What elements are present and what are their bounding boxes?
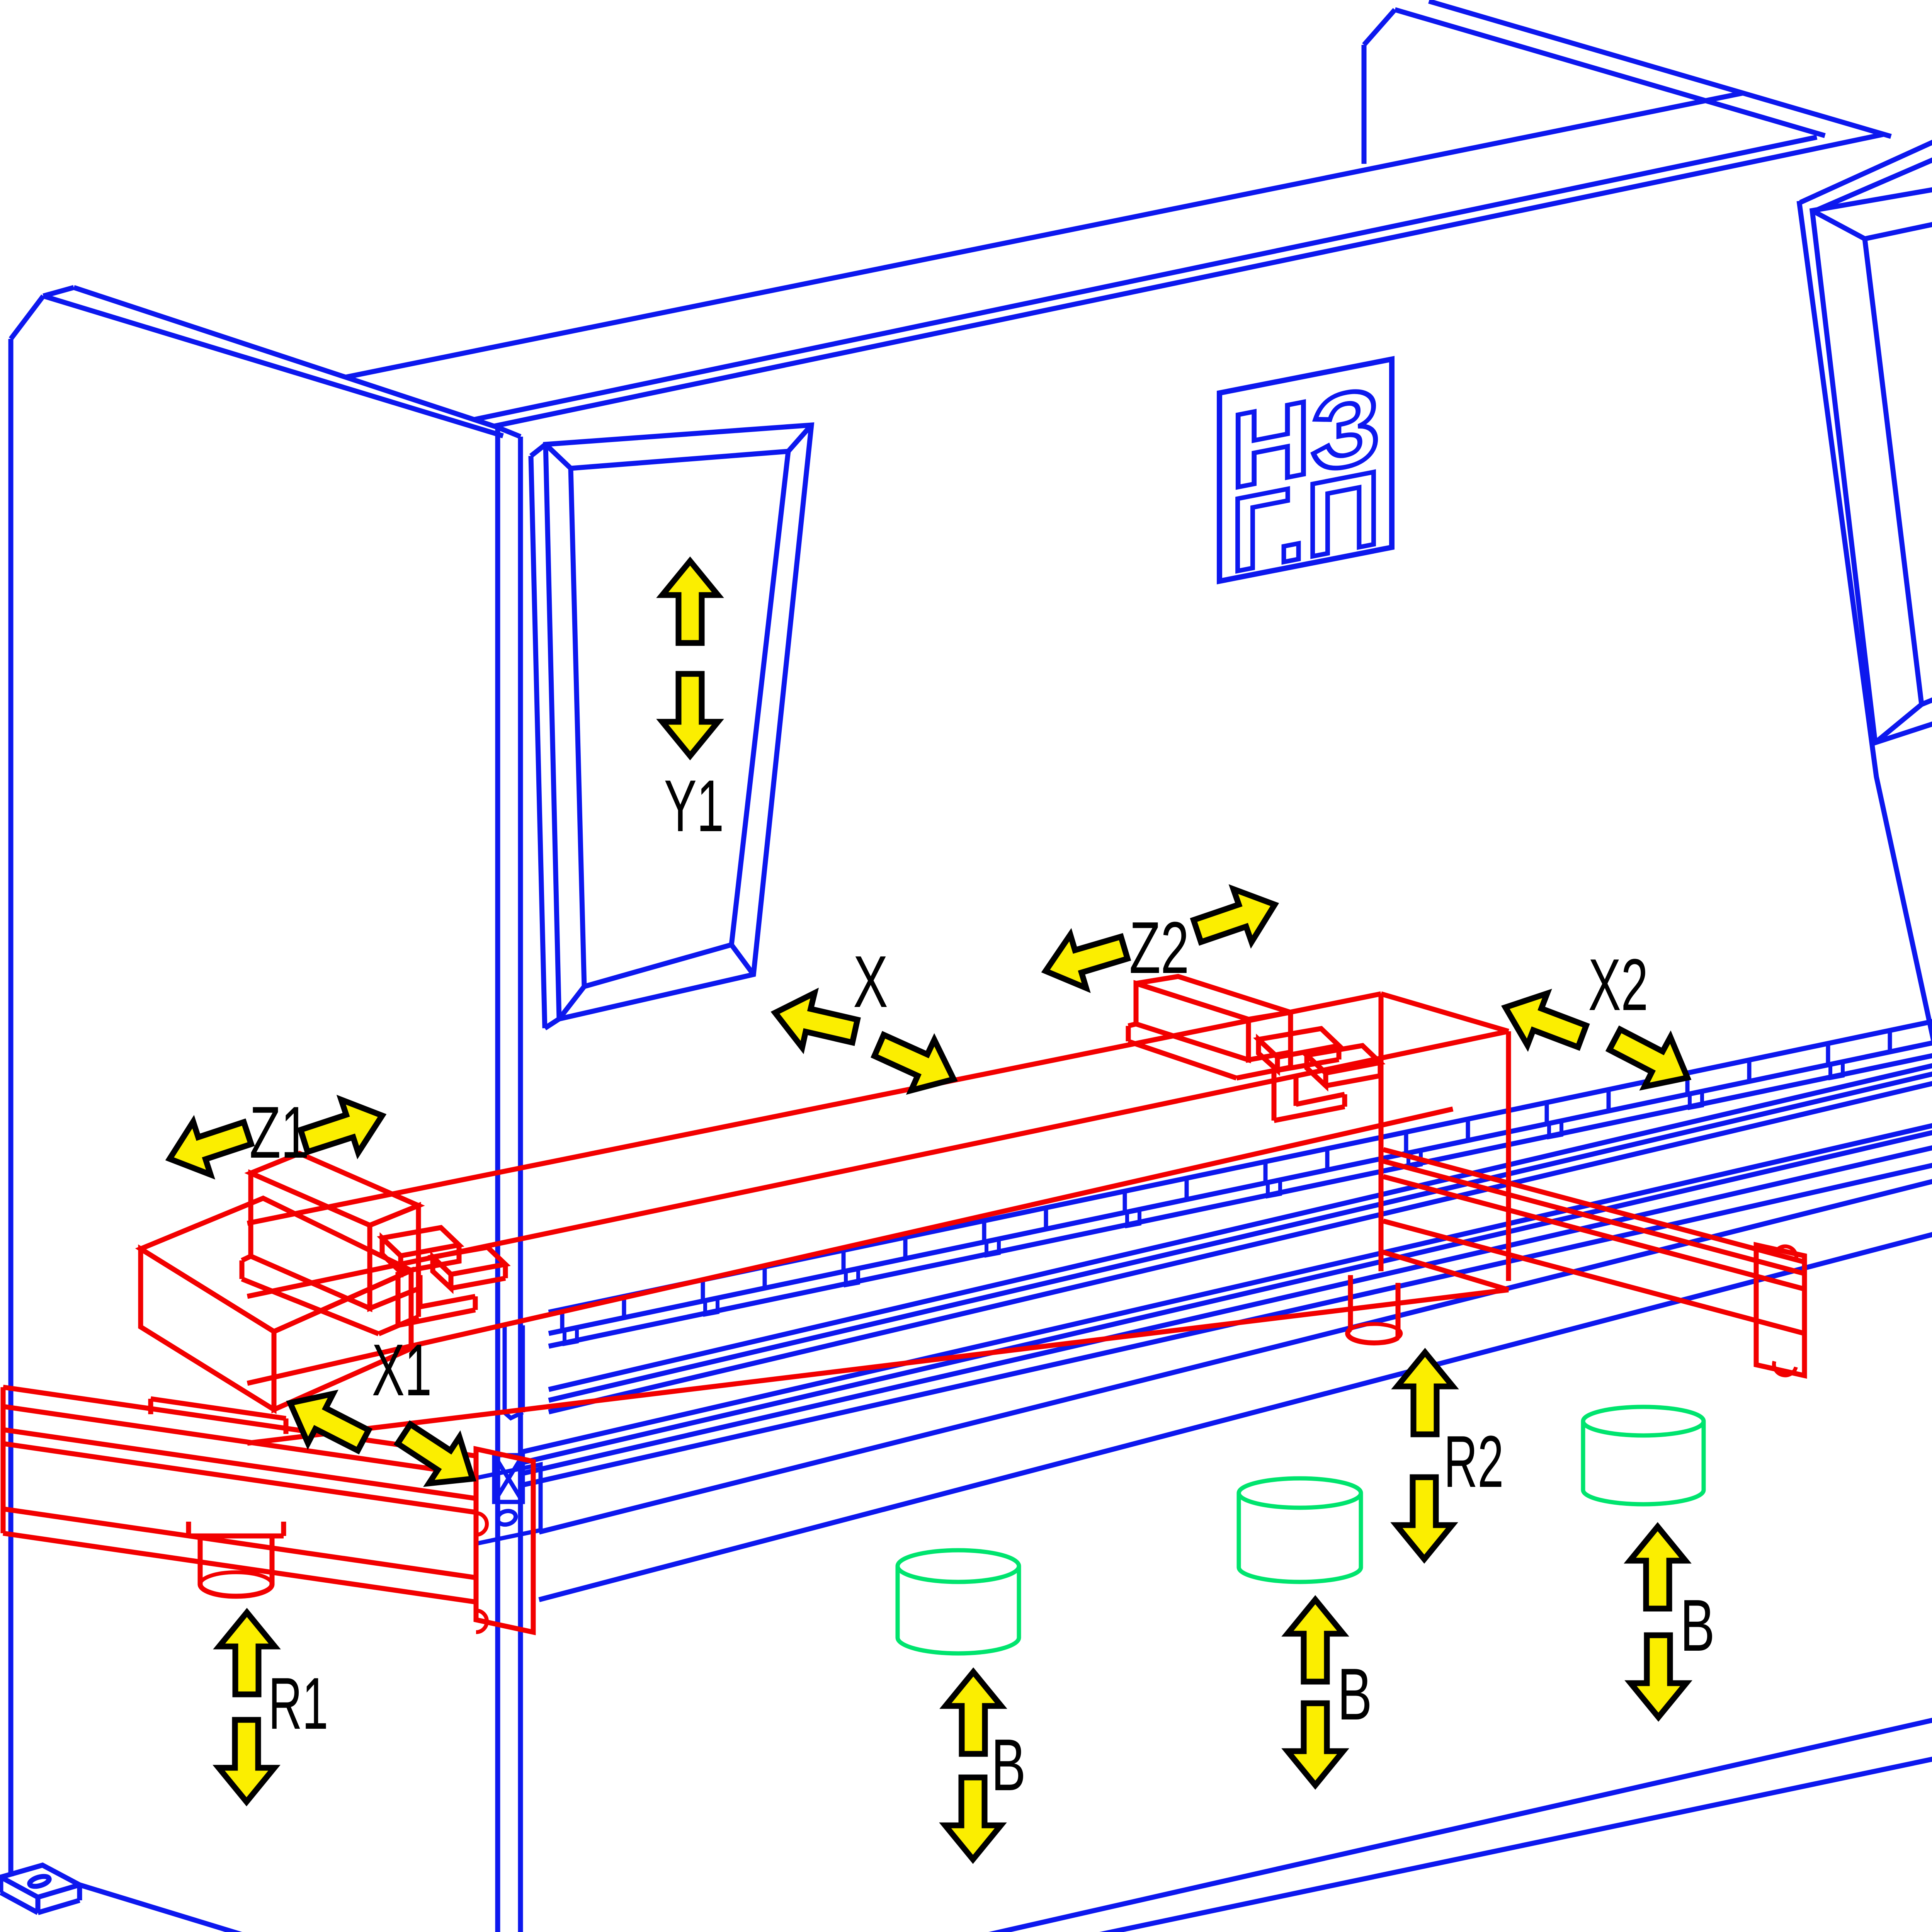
svg-text:B: B [1680,1585,1715,1667]
svg-text:B: B [991,1724,1026,1806]
svg-text:X1: X1 [372,1329,432,1411]
svg-text:Z1: Z1 [250,1092,310,1173]
svg-text:R2: R2 [1444,1421,1504,1503]
svg-text:Z2: Z2 [1129,907,1189,989]
svg-text:Y1: Y1 [664,765,724,847]
svg-text:R1: R1 [269,1663,328,1745]
svg-text:X: X [853,941,888,1023]
svg-text:B: B [1337,1653,1372,1735]
svg-text:X2: X2 [1588,944,1648,1026]
